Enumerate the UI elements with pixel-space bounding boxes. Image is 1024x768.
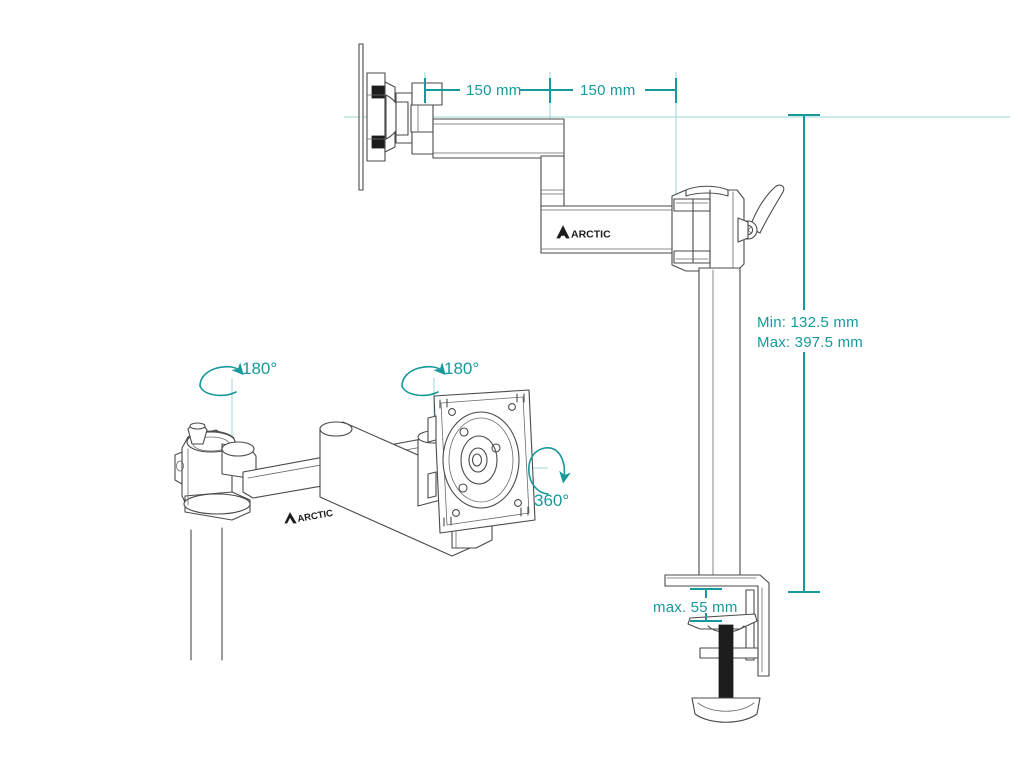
rotation-arrow-elbow-180: 180° — [401, 359, 479, 397]
clamp-lever-handle[interactable] — [737, 184, 785, 243]
desk-clamp-detail-view — [664, 574, 770, 723]
arctic-logo-iso: ARCTIC — [284, 508, 334, 525]
dimension-label-desk-thickness: max. 55 mm — [653, 599, 738, 616]
arm-vertical-link — [540, 155, 565, 209]
arctic-logo-elevation: ARCTIC — [556, 225, 611, 241]
dimension-label-150-right: 150 mm — [580, 82, 635, 99]
dimension-label-height-max: Max: 397.5 mm — [757, 334, 863, 351]
rotation-label-elbow: 180° — [444, 359, 479, 378]
isometric-rotation-view: ARCTIC — [174, 359, 571, 661]
iso-vesa-plate — [427, 389, 536, 534]
pole-collar-clamp — [671, 184, 785, 272]
upper-arm-tube — [432, 118, 565, 159]
iso-pole-joint-head — [174, 422, 257, 521]
dimension-label-height-min: Min: 132.5 mm — [757, 314, 859, 331]
side-elevation-view: ARCTIC — [344, 43, 1010, 581]
clamp-knob — [691, 697, 761, 723]
rotation-arrow-pole-180: 180° — [199, 359, 277, 397]
dimension-height-group: Min: 132.5 mm Max: 397.5 mm — [757, 114, 863, 593]
vertical-pole — [698, 267, 741, 581]
rotation-label-vesa: 360° — [534, 491, 569, 510]
dimension-label-150-left: 150 mm — [466, 82, 521, 99]
dimension-horizontal-group: 150 mm 150 mm — [424, 78, 677, 103]
arctic-logo-text-iso: ARCTIC — [297, 508, 334, 525]
rotation-label-pole: 180° — [242, 359, 277, 378]
iso-vertical-pole — [190, 527, 223, 661]
arctic-logo-text-elevation: ARCTIC — [571, 229, 611, 241]
rotation-arrow-vesa-360: 360° — [528, 447, 571, 510]
dimension-desk-thickness-group: max. 55 mm — [653, 588, 738, 622]
clamp-screw-shaft — [718, 624, 734, 701]
